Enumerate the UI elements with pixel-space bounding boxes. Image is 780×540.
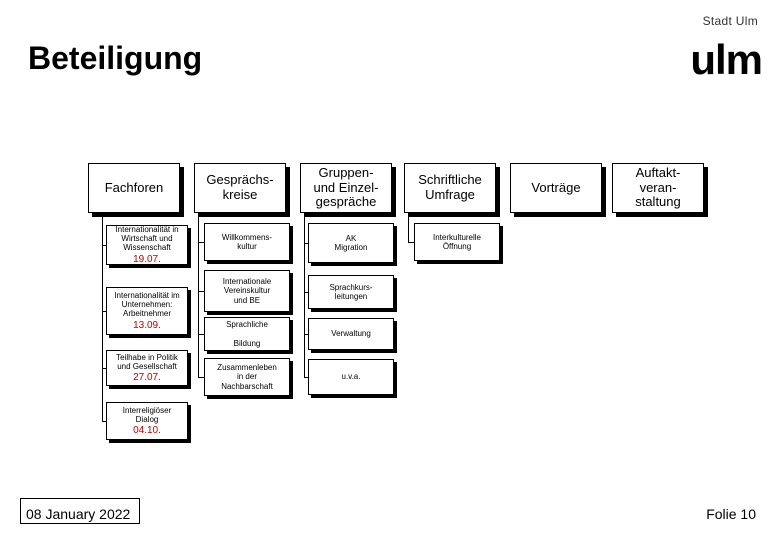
connector-line (198, 213, 199, 377)
category-box: Auftakt- veran- staltung (612, 163, 704, 213)
item-label: Zusammenleben in der Nachbarschaft (217, 363, 277, 391)
connector-line (304, 334, 308, 335)
item-date: 13.09. (133, 319, 161, 331)
ulm-logo: ulm (690, 36, 763, 83)
item-date: 04.10. (133, 424, 161, 436)
category-box: Gruppen- und Einzel- gespräche (300, 163, 392, 213)
item-date: 27.07. (133, 371, 161, 383)
item-label: Sprachliche Bildung (226, 320, 268, 348)
page-title: Beteiligung (28, 40, 203, 76)
item-box: Sprachkurs- leitungen (308, 275, 394, 309)
item-label: AK Migration (334, 233, 368, 252)
item-box: Willkommens- kultur (204, 223, 290, 261)
item-box: Zusammenleben in der Nachbarschaft (204, 358, 290, 396)
category-box: Vorträge (510, 163, 602, 213)
item-label: Interreligiöser Dialog (122, 405, 172, 424)
footer-date: 08 January 2022 (26, 506, 131, 522)
item-box: u.v.a. (308, 359, 394, 395)
item-label: Interkulturelle Öffnung (432, 232, 482, 251)
item-label: Willkommens- kultur (221, 232, 273, 251)
item-box: Verwaltung (308, 318, 394, 350)
connector-line (102, 213, 103, 421)
connector-line (408, 213, 409, 242)
category-box: Schriftliche Umfrage (404, 163, 496, 213)
connector-line (102, 245, 106, 246)
item-label: Teilhabe in Politik und Gesellschaft (116, 352, 178, 371)
item-label: Internationale Vereinskultur und BE (222, 277, 272, 305)
item-box: Interkulturelle Öffnung (414, 223, 500, 261)
item-box: AK Migration (308, 223, 394, 263)
connector-line (198, 377, 204, 378)
connector-line (102, 311, 106, 312)
item-label: Internationalität in Wirtschaft und Wiss… (115, 224, 179, 253)
connector-line (198, 242, 204, 243)
item-box: Internationalität im Unternehmen: Arbeit… (106, 287, 188, 335)
item-box: Internationale Vereinskultur und BE (204, 270, 290, 312)
connector-line (304, 213, 305, 377)
item-label: Internationalität im Unternehmen: Arbeit… (114, 290, 180, 319)
footer-date-box (20, 498, 140, 524)
item-date: 19.07. (133, 253, 161, 265)
connector-line (408, 242, 414, 243)
category-box: Gesprächs- kreise (194, 163, 286, 213)
item-label: Verwaltung (331, 329, 371, 339)
connector-line (198, 291, 204, 292)
connector-line (198, 334, 204, 335)
org-name: Stadt Ulm (702, 14, 758, 28)
connector-line (102, 368, 106, 369)
item-label: u.v.a. (341, 372, 361, 382)
item-label: Sprachkurs- leitungen (329, 282, 373, 301)
connector-line (102, 421, 106, 422)
slide-number: Folie 10 (706, 506, 756, 522)
connector-line (304, 377, 308, 378)
item-box: Sprachliche Bildung (204, 317, 290, 351)
category-box: Fachforen (88, 163, 180, 213)
connector-line (304, 292, 308, 293)
item-box: Internationalität in Wirtschaft und Wiss… (106, 225, 188, 265)
connector-line (304, 243, 308, 244)
